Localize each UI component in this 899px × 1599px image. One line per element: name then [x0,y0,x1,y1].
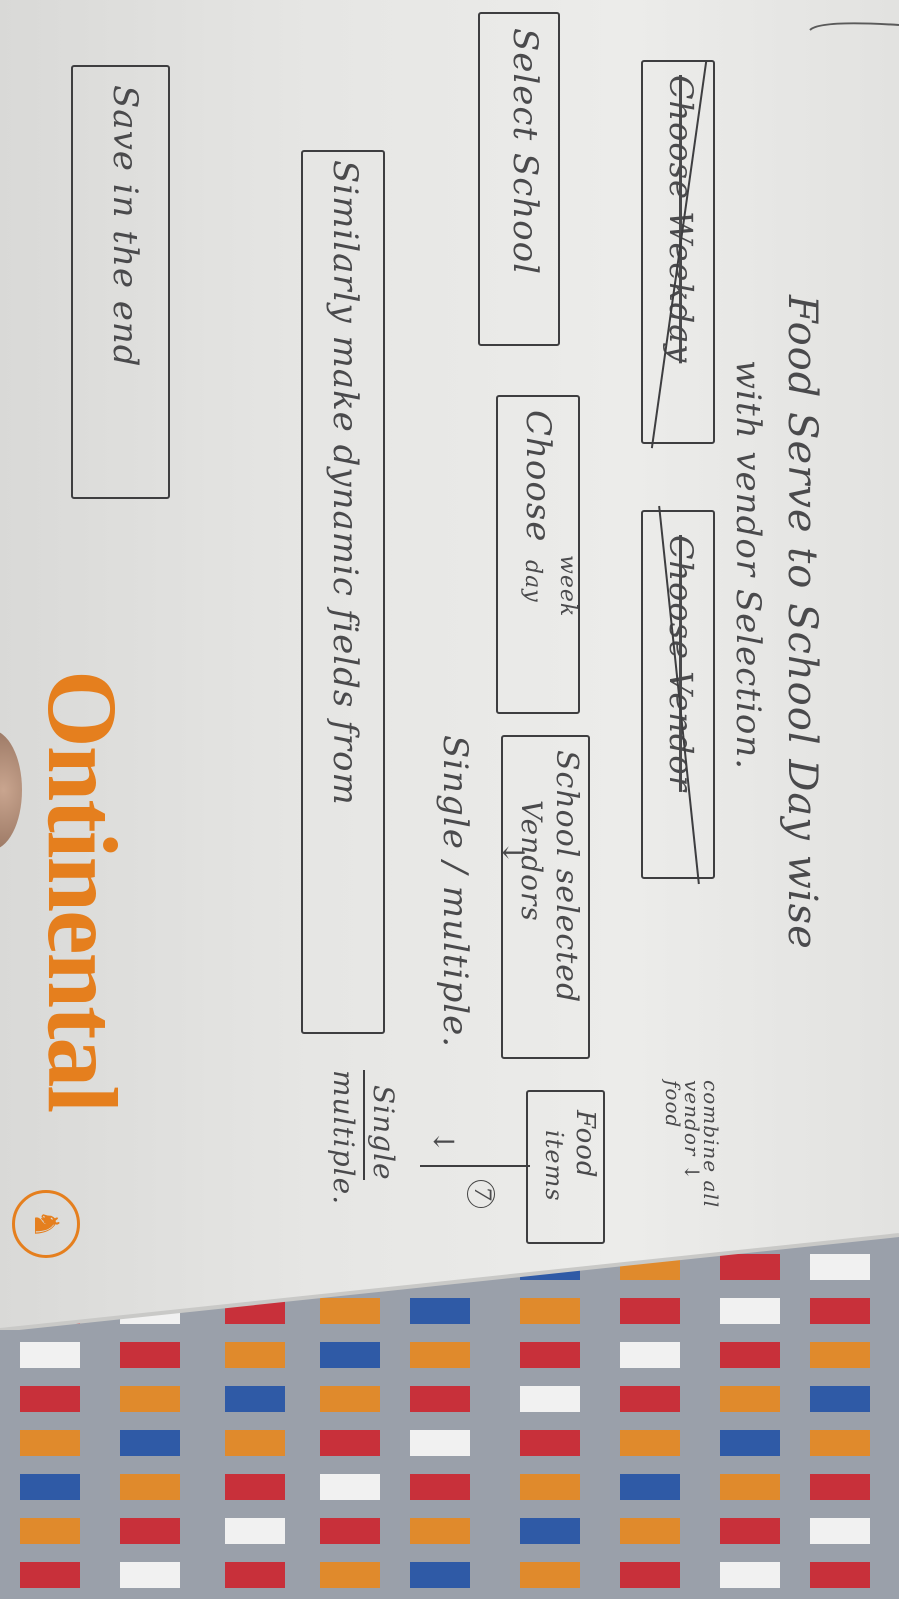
combine-note: combine all vendor ↓ food [661,1080,723,1209]
fabric-stripe [810,1386,870,1412]
fabric-stripe [620,1474,680,1500]
fabric-stripe [520,1518,580,1544]
fabric-stripe [720,1562,780,1588]
fabric-stripe [20,1386,80,1412]
save-label: Save in the end [105,85,145,368]
fabric-stripe [225,1342,285,1368]
fabric-stripe [620,1386,680,1412]
horse-seal-icon: ♞ [12,1190,80,1258]
fabric-stripe [20,1474,80,1500]
fabric-stripe [410,1474,470,1500]
fabric-stripe [225,1518,285,1544]
fabric-stripe [720,1518,780,1544]
fabric-stripe [810,1474,870,1500]
fabric-stripe [520,1430,580,1456]
fabric-stripe [410,1430,470,1456]
arrow-down-icon: ↓ [427,1130,460,1155]
multiple-label: multiple. [327,1070,360,1206]
fabric-stripe [410,1518,470,1544]
fabric-stripe [120,1474,180,1500]
fabric-stripe [410,1386,470,1412]
fabric-stripe [120,1562,180,1588]
fabric-stripe [225,1386,285,1412]
fabric-stripe [520,1342,580,1368]
choose-label: Choose [518,410,558,543]
fabric-stripe [720,1474,780,1500]
note-subtitle: with vendor Selection. [728,360,768,771]
down-arrow-icon: ↓ [495,840,530,867]
brand-logo: Ontinental [27,670,138,1112]
fabric-stripe [320,1562,380,1588]
fabric-stripe [520,1562,580,1588]
paper-sheet [0,0,899,1330]
fabric-stripe [410,1342,470,1368]
handwritten-note: Food Serve to School Day wise with vendo… [12,12,825,1258]
food-label: Food [570,1110,600,1179]
fabric-stripe [410,1562,470,1588]
fabric-stripe [120,1518,180,1544]
food-connector-line [420,1165,530,1167]
fabric-stripe [20,1342,80,1368]
fabric-stripe [810,1430,870,1456]
fabric-stripe [225,1430,285,1456]
note-title: Food Serve to School Day wise [779,295,825,950]
fabric-stripe [620,1518,680,1544]
fabric-stripe [620,1562,680,1588]
fabric-stripe [225,1562,285,1588]
items-label: items [540,1130,568,1202]
fabric-stripe [810,1342,870,1368]
fabric-stripe [20,1562,80,1588]
fabric-stripe [520,1474,580,1500]
fabric-stripe [120,1386,180,1412]
school-selected-label: School selected [549,750,584,1004]
fabric-stripe [720,1386,780,1412]
struck-label-2: Choose Vendor [662,535,700,792]
single-underline [363,1070,365,1180]
fabric-stripe [720,1430,780,1456]
fabric-stripe [320,1518,380,1544]
fabric-stripe [810,1518,870,1544]
fabric-stripe [120,1430,180,1456]
similarly-label: Similarly make dynamic fields from [325,160,365,806]
day-label: day [520,560,545,603]
fabric-stripe [120,1342,180,1368]
fabric-stripe [620,1430,680,1456]
fabric-stripe [20,1430,80,1456]
circled-mark: 7 [467,1180,495,1208]
single-label: Single [367,1085,400,1181]
fabric-stripe [20,1518,80,1544]
struck-label-1: Choose Weekday [662,75,700,364]
week-label: week [555,555,580,618]
select-school-label: Select School [505,28,545,275]
fabric-stripe [810,1562,870,1588]
fingertip [0,730,22,850]
fabric-stripe [520,1386,580,1412]
fabric-stripe [320,1430,380,1456]
fabric-stripe [320,1342,380,1368]
fabric-stripe [225,1474,285,1500]
fabric-stripe [320,1386,380,1412]
fabric-stripe [720,1342,780,1368]
fabric-stripe [320,1474,380,1500]
single-multiple-label: Single / multiple. [435,735,475,1049]
fabric-stripe [620,1342,680,1368]
